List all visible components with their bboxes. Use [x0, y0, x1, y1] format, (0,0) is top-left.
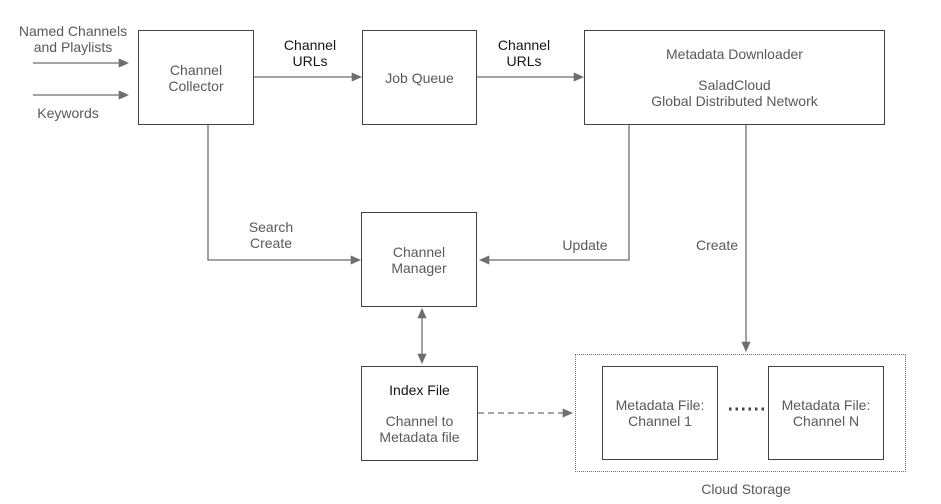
- node-channel-manager-label: Channel Manager: [391, 243, 447, 276]
- arrow-collector-to-channel-manager: [207, 125, 362, 265]
- node-metadata-file-channel-1-label: Metadata File: Channel 1: [615, 397, 705, 429]
- node-index-file-title: Index File: [389, 382, 450, 398]
- node-index-file-subtitle: Channel to Metadata file: [379, 413, 460, 445]
- node-index-file: Index File Channel to Metadata file: [361, 366, 478, 461]
- node-job-queue: Job Queue: [362, 30, 477, 125]
- label-update: Update: [562, 237, 608, 253]
- node-metadata-downloader: Metadata Downloader SaladCloud Global Di…: [584, 30, 885, 125]
- label-keywords: Keywords: [37, 105, 99, 121]
- label-create: Create: [695, 237, 739, 253]
- node-metadata-downloader-title: Metadata Downloader: [666, 46, 803, 62]
- node-channel-collector: Channel Collector: [138, 30, 254, 125]
- node-metadata-downloader-subtitle: SaladCloud Global Distributed Network: [651, 77, 818, 109]
- label-channel-urls-1: Channel URLs: [283, 37, 337, 69]
- label-named-channels-and-playlists: Named Channels and Playlists: [18, 23, 128, 55]
- node-metadata-file-channel-1: Metadata File: Channel 1: [602, 366, 718, 460]
- arrow-downloader-update-to-channel-manager: [478, 125, 630, 265]
- label-search-create: Search Create: [248, 219, 294, 251]
- label-cloud-storage: Cloud Storage: [701, 481, 791, 497]
- node-channel-manager: Channel Manager: [361, 212, 477, 307]
- node-metadata-file-channel-n-label: Metadata File: Channel N: [781, 397, 871, 429]
- label-channel-urls-2: Channel URLs: [497, 37, 551, 69]
- node-metadata-file-channel-n: Metadata File: Channel N: [768, 366, 884, 460]
- node-channel-collector-label: Channel Collector: [168, 61, 224, 94]
- node-job-queue-label: Job Queue: [385, 69, 454, 86]
- cloud-storage-container: [575, 354, 906, 472]
